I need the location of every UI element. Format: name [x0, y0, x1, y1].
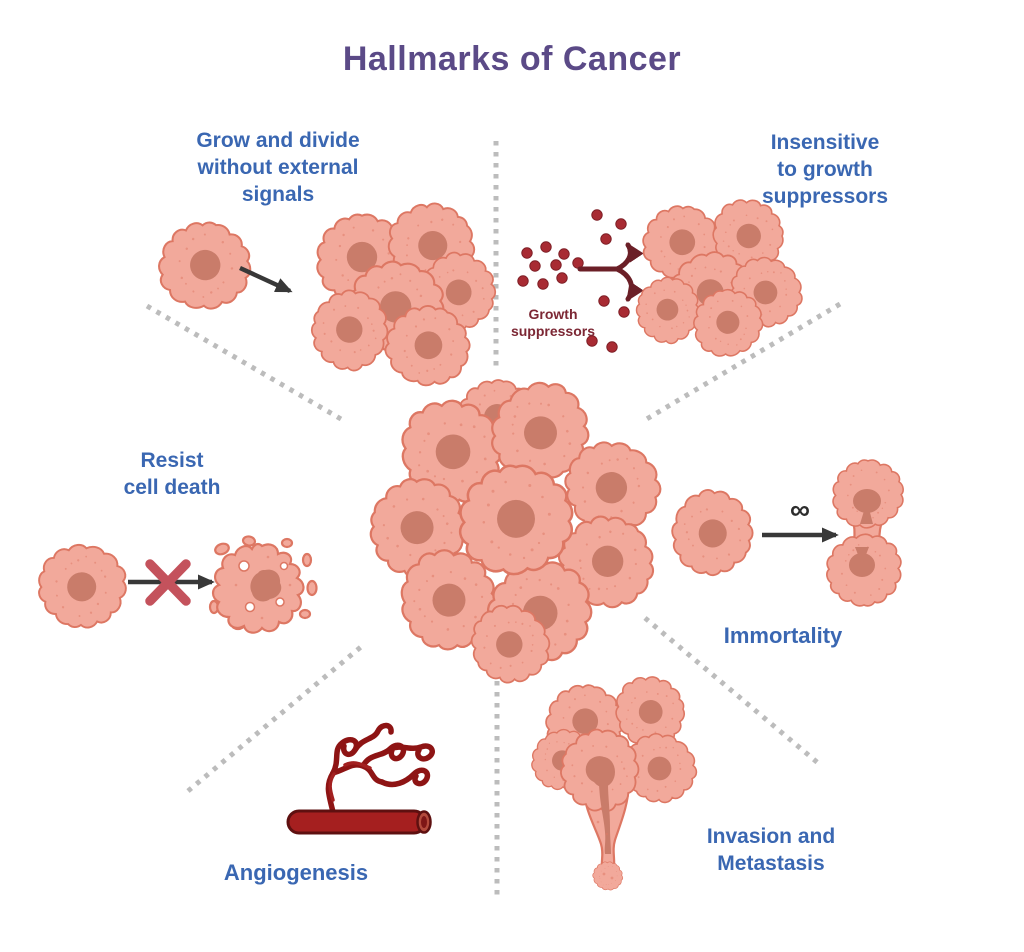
- x-mark-icon: [145, 559, 191, 606]
- page-title: Hallmarks of Cancer: [342, 40, 682, 78]
- central-tumor-cluster-icon: [357, 367, 676, 697]
- apoptotic-cell-icon: [208, 535, 318, 634]
- suppressor-dots-icon: [517, 209, 630, 353]
- infinity-symbol: ∞: [790, 494, 810, 525]
- tumor-cluster-small-icon: [625, 195, 814, 361]
- dividing-cell-icon: [827, 460, 903, 606]
- growth-suppressors-illustration: [517, 195, 815, 361]
- deflected-arrow-icon: [577, 242, 644, 302]
- grow-arrow-icon: [239, 265, 293, 294]
- grow-divide-illustration: [151, 188, 509, 400]
- single-cell-icon: [151, 212, 260, 319]
- dotted-divider-lines: [145, 141, 842, 896]
- label-invasion-metastasis: Invasion and Metastasis: [706, 825, 836, 875]
- label-immortality: Immortality: [723, 623, 843, 648]
- label-grow-and-divide: Grow and divide without external signals: [196, 129, 360, 206]
- capillary-tangle-icon: [325, 722, 435, 815]
- label-growth-suppressors: Growth suppressors: [510, 306, 596, 340]
- label-angiogenesis: Angiogenesis: [223, 860, 369, 885]
- tumor-cluster-small-icon: [522, 674, 708, 822]
- single-cell-icon: [27, 532, 136, 639]
- immortality-illustration: [657, 460, 904, 606]
- label-insensitive-growth-suppressors: Insensitive to growth suppressors: [761, 131, 889, 208]
- resist-cell-death-illustration: [27, 532, 318, 639]
- tumor-cluster-small-icon: [298, 188, 509, 400]
- angiogenesis-illustration: [286, 722, 435, 835]
- metastatic-cell-icon: [588, 856, 629, 896]
- label-resist-cell-death: Resist cell death: [123, 449, 221, 499]
- single-cell-icon: [657, 477, 768, 589]
- escaping-nucleus-icon: [591, 757, 615, 854]
- blood-vessel-icon: [286, 809, 432, 835]
- invasion-metastasis-illustration: [522, 674, 708, 896]
